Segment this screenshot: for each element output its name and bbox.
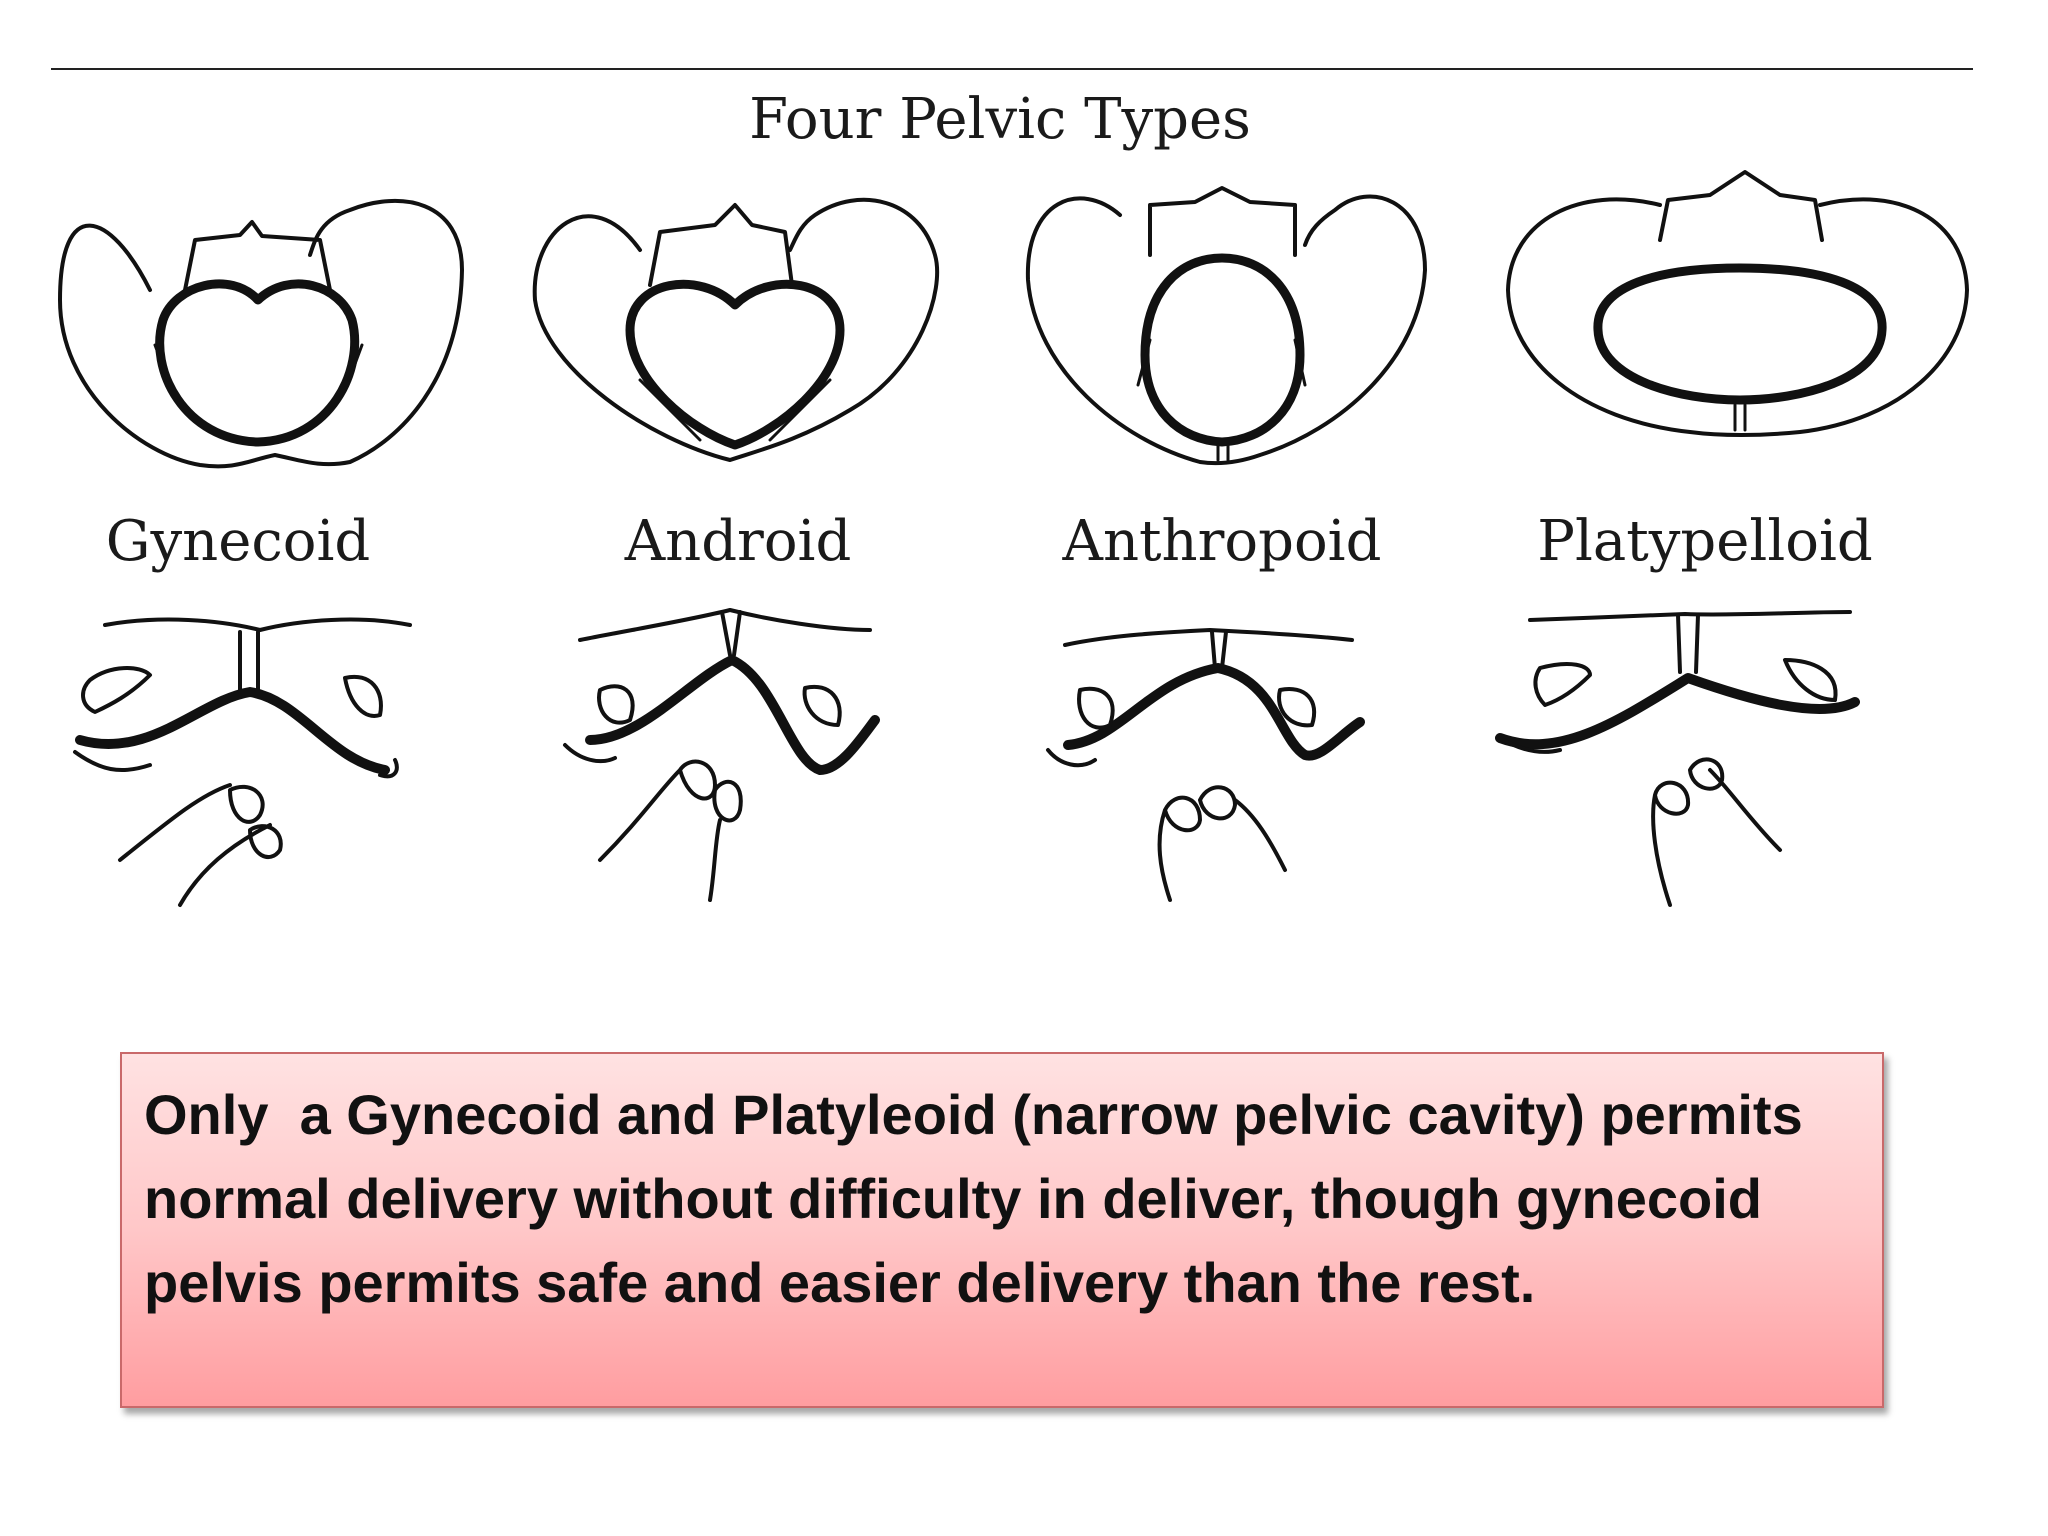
figure-title: Four Pelvic Types xyxy=(749,87,1251,152)
platypelloid-pelvis-drawing xyxy=(1495,170,1969,907)
note-callout-box: Only a Gynecoid and Platyleoid (narrow p… xyxy=(120,1052,1884,1408)
pelvic-types-figure: Four Pelvic Types Gynecoid Android xyxy=(58,87,1969,907)
platypelloid-label: Platypelloid xyxy=(1537,509,1872,574)
android-label: Android xyxy=(624,509,852,574)
note-callout-text: Only a Gynecoid and Platyleoid (narrow p… xyxy=(144,1083,1819,1314)
gynecoid-pelvis-drawing xyxy=(58,198,464,907)
anthropoid-label: Anthropoid xyxy=(1062,509,1382,574)
gynecoid-label: Gynecoid xyxy=(106,509,370,574)
top-divider xyxy=(51,68,1973,70)
android-pelvis-drawing xyxy=(532,197,940,902)
anthropoid-pelvis-drawing xyxy=(1025,186,1427,902)
